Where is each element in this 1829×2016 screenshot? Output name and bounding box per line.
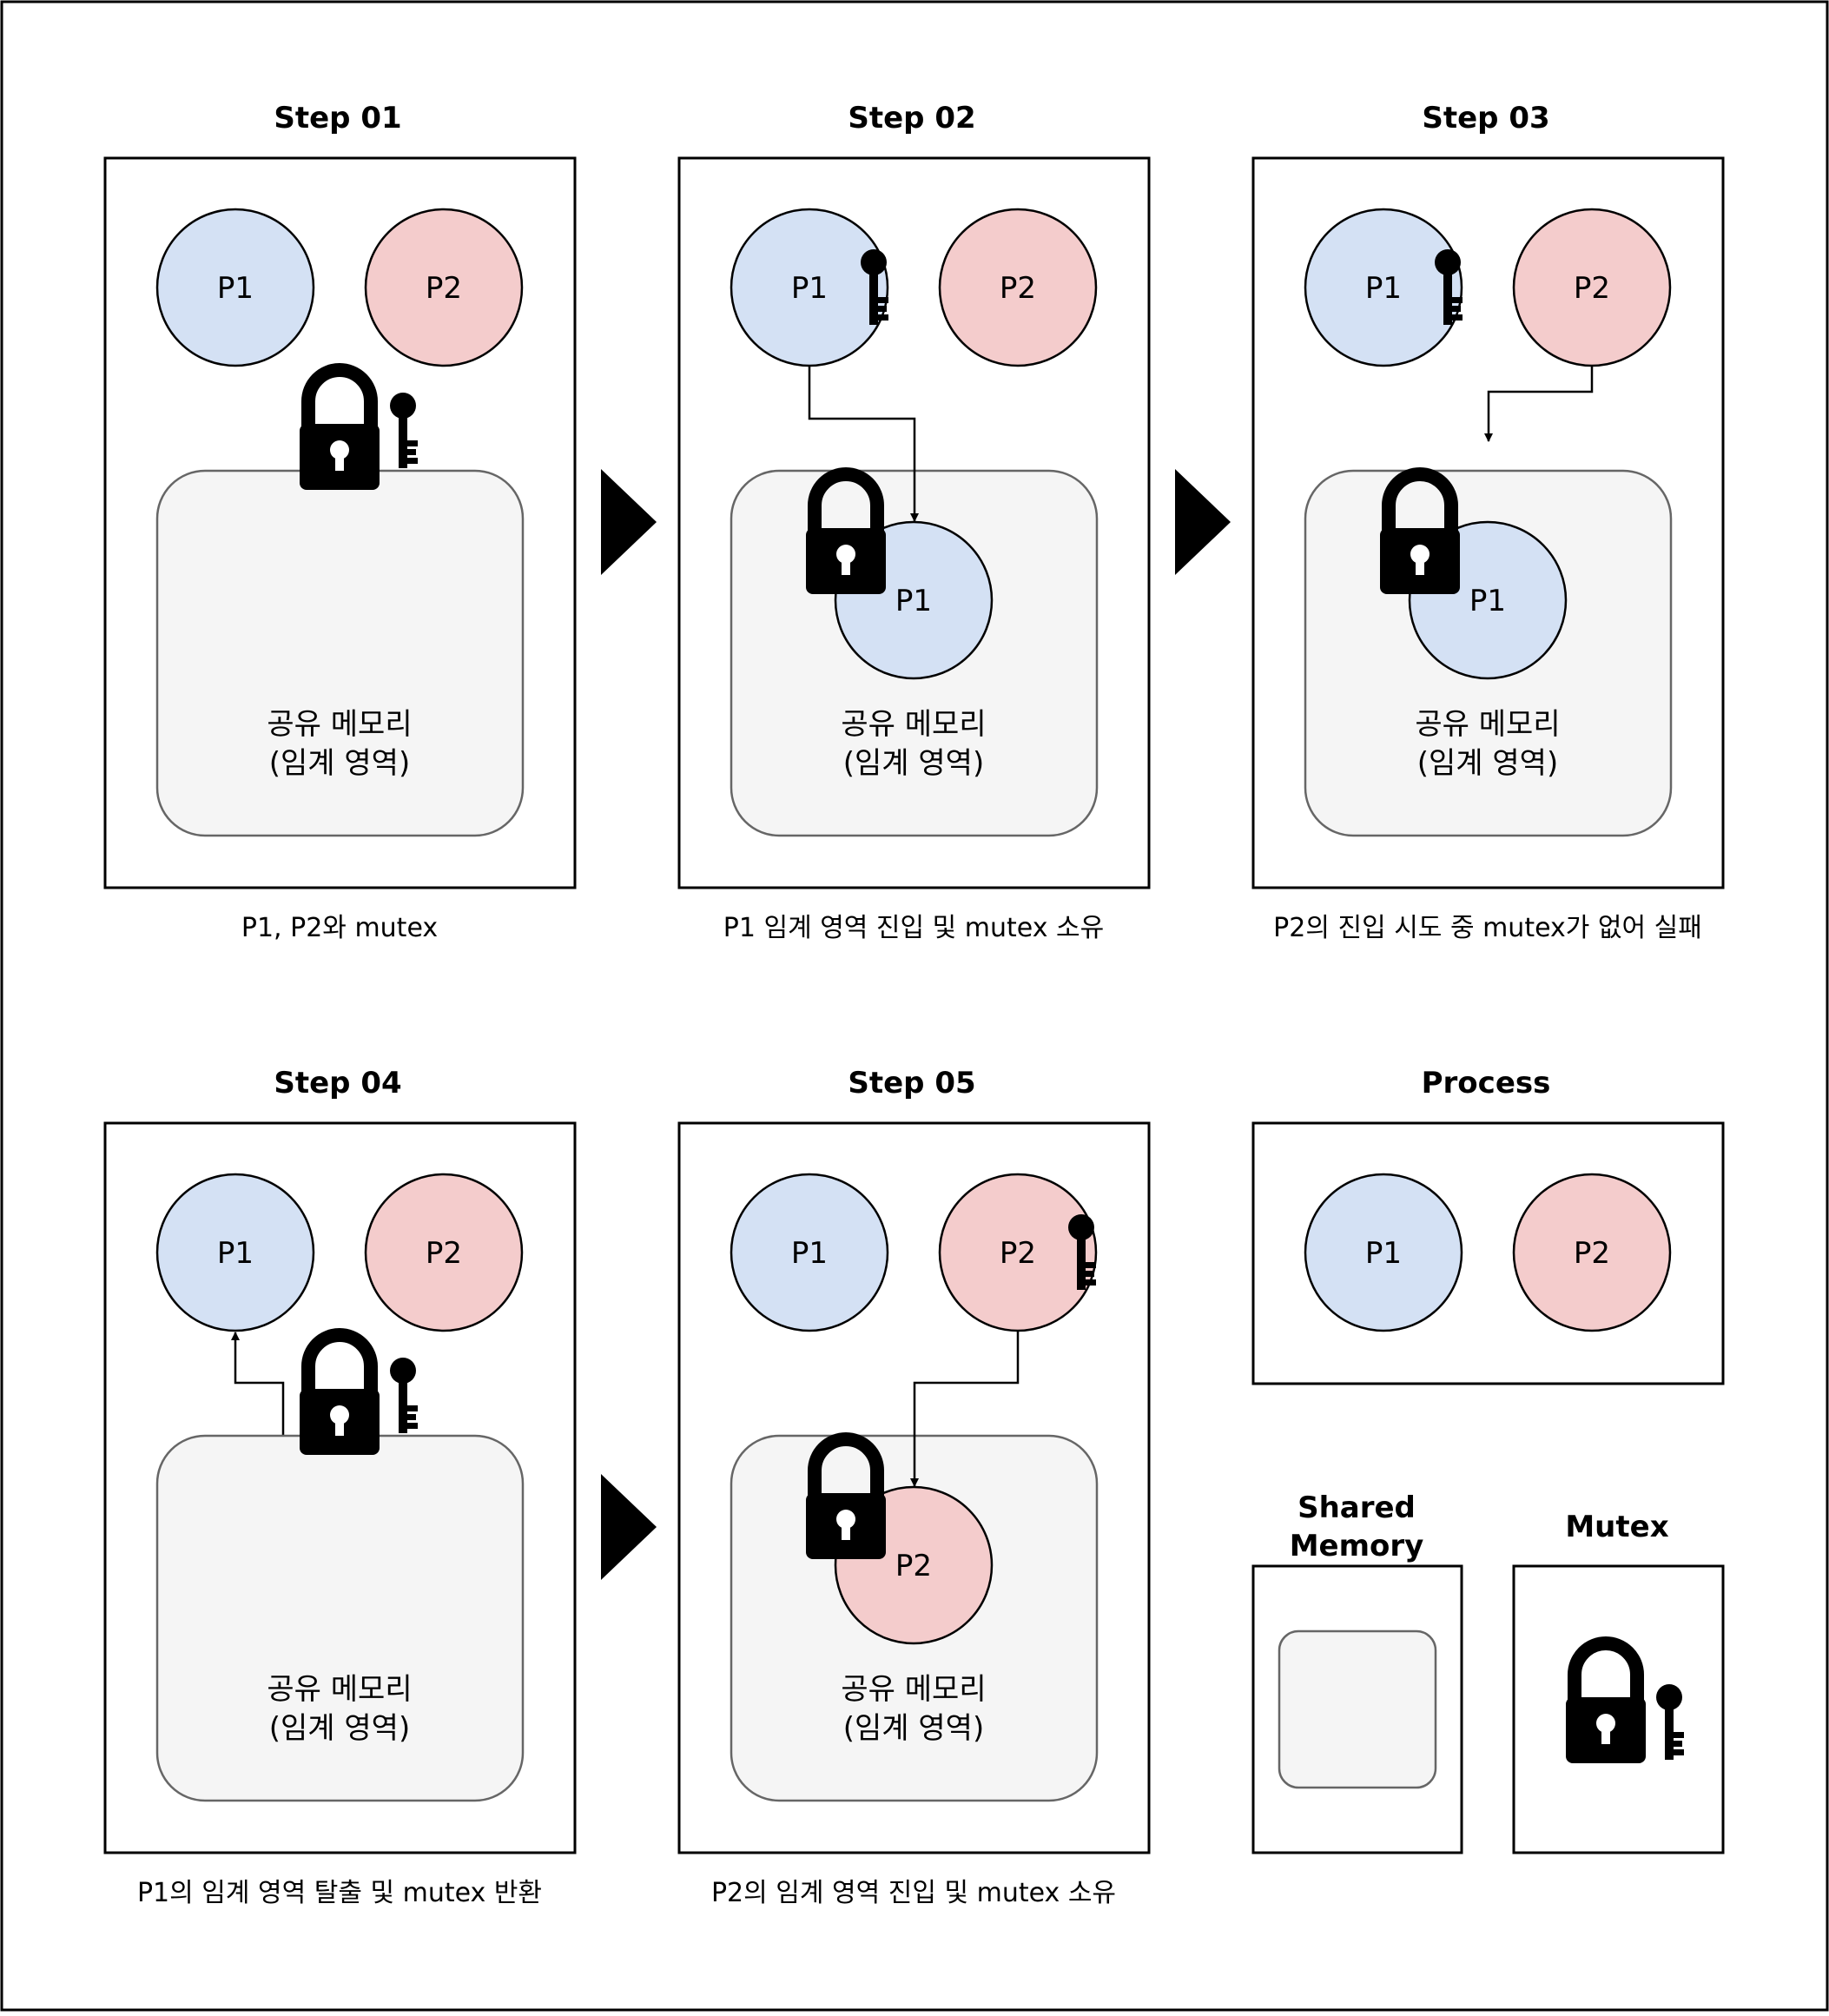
memory-label-line2: (임계 영역): [1417, 746, 1558, 781]
legend-shared-memory-title-line2: Memory: [1290, 1529, 1424, 1563]
p1-process: [155, 1173, 315, 1332]
memory-label-line1: 공유 메모리: [841, 1672, 986, 1707]
p1-process: [730, 1173, 889, 1332]
p2-enter-connector: [910, 1331, 1020, 1487]
p1-label: P1: [791, 1236, 828, 1271]
step-04-title: Step 04: [274, 1066, 401, 1101]
memory-label-line2: (임계 영역): [843, 1711, 984, 1746]
p1-label: P1: [217, 1236, 254, 1271]
shared-memory: [155, 469, 525, 837]
p2-label: P2: [1000, 1236, 1036, 1271]
p2-label: P2: [1574, 1236, 1610, 1271]
arrow-right-icon: [1175, 469, 1231, 575]
memory-label-line1: 공유 메모리: [841, 707, 986, 742]
p2-label: P2: [426, 1236, 462, 1271]
step-05-caption: P2의 임계 영역 진입 및 mutex 소유: [711, 1878, 1116, 1908]
step-01-panel: Step 01 P1 P2 공유 메모리 (임계 영역) P1, P2와 mut…: [103, 101, 577, 943]
p1-label: P1: [1365, 271, 1402, 306]
step-03-panel: Step 03 공유 메모리 (임계 영역) P1 P2 P1 P2의 진입 시…: [1251, 101, 1725, 943]
arrow-right-icon: [601, 1474, 657, 1580]
p1-label: P1: [895, 584, 932, 618]
p1-label: P1: [217, 271, 254, 306]
shared-memory-sample: [1278, 1629, 1437, 1789]
step-03-caption: P2의 진입 시도 중 mutex가 없어 실패: [1273, 913, 1702, 943]
step-05-panel: Step 05 공유 메모리 (임계 영역) P1 P2 P2 P2의 임계 영…: [677, 1066, 1151, 1908]
step-04-caption: P1의 임계 영역 탈출 및 mutex 반환: [137, 1878, 542, 1908]
legend-shared-memory-panel: Shared Memory: [1251, 1491, 1463, 1854]
p1-enter-connector: [808, 366, 919, 522]
legend-mutex-panel: Mutex: [1512, 1510, 1725, 1854]
memory-label-line1: 공유 메모리: [267, 707, 412, 742]
shared-memory: [155, 1434, 525, 1802]
legend-process-title: Process: [1422, 1066, 1551, 1101]
p2-process: [364, 1173, 524, 1332]
step-02-panel: Step 02 공유 메모리 (임계 영역) P1 P2 P1 P1 임계 영역…: [677, 101, 1151, 943]
p1-process: [1304, 208, 1463, 367]
step-02-title: Step 02: [848, 101, 975, 136]
p2-process: [1512, 1173, 1672, 1332]
step-02-caption: P1 임계 영역 진입 및 mutex 소유: [723, 913, 1104, 943]
legend-process-panel: Process P1 P2: [1251, 1066, 1725, 1385]
p1-exit-connector: [231, 1332, 285, 1436]
p2-label: P2: [1574, 271, 1610, 306]
memory-label-line1: 공유 메모리: [267, 1672, 412, 1707]
step-01-caption: P1, P2와 mutex: [241, 913, 438, 943]
p1-label: P1: [1365, 1236, 1402, 1271]
memory-label-line2: (임계 영역): [269, 746, 410, 781]
step-03-title: Step 03: [1422, 101, 1549, 136]
memory-label-line2: (임계 영역): [843, 746, 984, 781]
step-05-title: Step 05: [848, 1066, 975, 1101]
step-01-title: Step 01: [274, 101, 401, 136]
p2-label: P2: [426, 271, 462, 306]
p1-process: [1304, 1173, 1463, 1332]
memory-label-line1: 공유 메모리: [1415, 707, 1560, 742]
p2-label: P2: [1000, 271, 1036, 306]
p2-label: P2: [895, 1549, 932, 1583]
legend-mutex-title: Mutex: [1565, 1510, 1668, 1544]
memory-label-line2: (임계 영역): [269, 1711, 410, 1746]
p2-process: [364, 208, 524, 367]
p2-attempt-connector: [1484, 366, 1594, 442]
step-04-panel: Step 04 P1 P2 공유 메모리 (임계 영역) P1의 임계 영역 탈…: [103, 1066, 577, 1908]
p2-process: [938, 208, 1098, 367]
p1-label: P1: [791, 271, 828, 306]
arrow-right-icon: [601, 469, 657, 575]
legend-shared-memory-title-line1: Shared: [1297, 1491, 1416, 1525]
p1-label: P1: [1469, 584, 1506, 618]
p1-process: [155, 208, 315, 367]
